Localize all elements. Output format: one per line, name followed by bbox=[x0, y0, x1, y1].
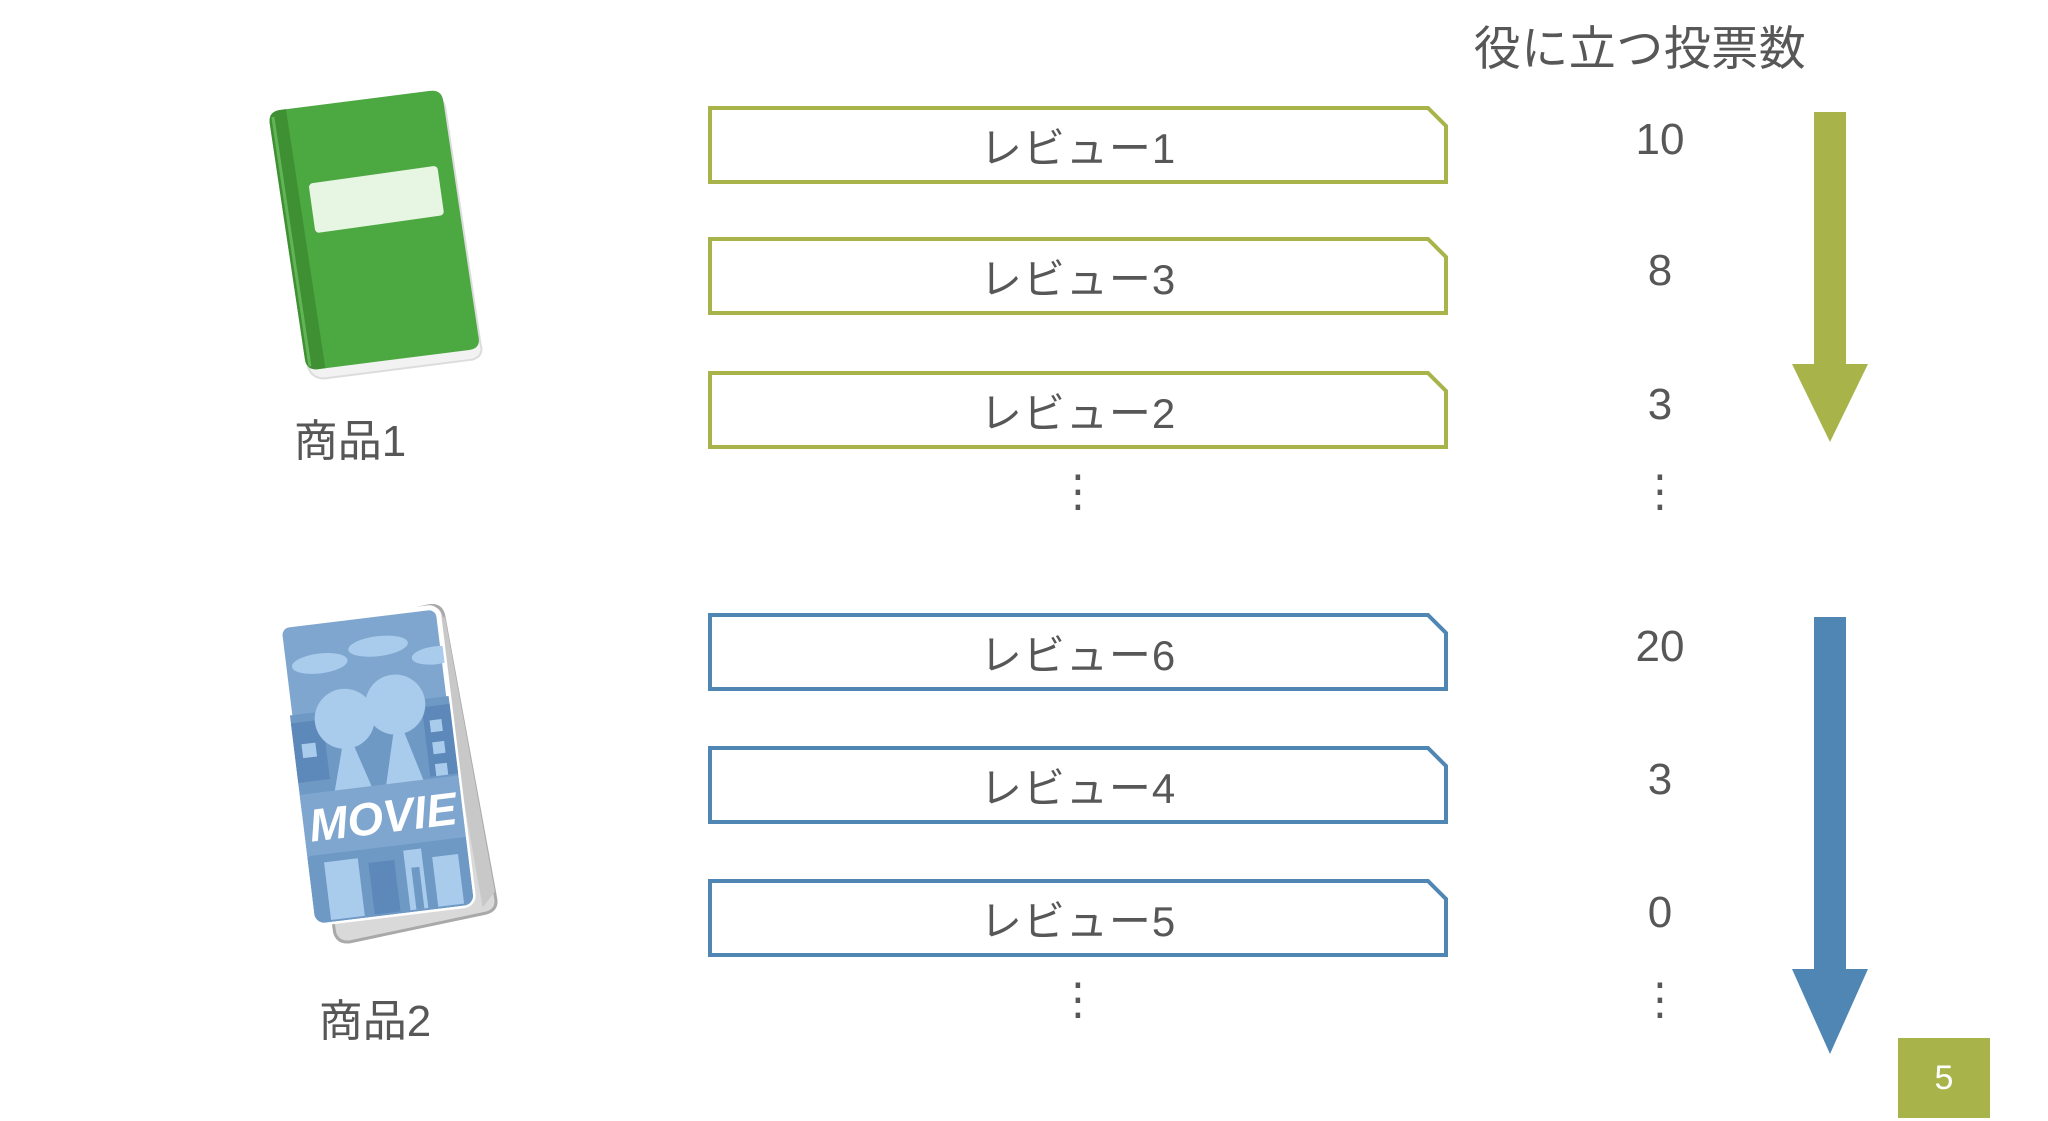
vote-list-more-indicator: ⋮ bbox=[1638, 467, 1682, 516]
vote-count: 3 bbox=[1647, 755, 1673, 804]
vote-count: 10 bbox=[1635, 115, 1685, 164]
review-box-label: レビュー6 bbox=[979, 631, 1177, 679]
review-box[interactable]: レビュー5 bbox=[708, 879, 1448, 957]
review-box[interactable]: レビュー2 bbox=[708, 371, 1448, 449]
votes-column-title: 役に立つ投票数 bbox=[1473, 22, 1807, 75]
vote-count: 3 bbox=[1647, 380, 1673, 429]
product-label-1: 商品1 bbox=[293, 417, 407, 466]
review-box[interactable]: レビュー4 bbox=[708, 746, 1448, 824]
vote-count: 8 bbox=[1647, 246, 1673, 295]
review-box[interactable]: レビュー3 bbox=[708, 237, 1448, 315]
review-box[interactable]: レビュー6 bbox=[708, 613, 1448, 691]
review-box-label: レビュー3 bbox=[979, 255, 1177, 303]
vote-count: 20 bbox=[1635, 622, 1685, 671]
review-box-label: レビュー4 bbox=[979, 764, 1177, 812]
page-number-badge: 5 bbox=[1898, 1038, 1990, 1118]
green-book-icon bbox=[269, 90, 483, 380]
review-box-label: レビュー5 bbox=[979, 897, 1177, 945]
page-number-text: 5 bbox=[1934, 1058, 1954, 1097]
review-box-label: レビュー1 bbox=[979, 124, 1177, 172]
movie-dvd-case-icon: MOVIE bbox=[277, 603, 498, 944]
review-list-more-indicator: ⋮ bbox=[1056, 467, 1100, 516]
review-box[interactable]: レビュー1 bbox=[708, 106, 1448, 184]
review-box-label: レビュー2 bbox=[979, 389, 1177, 437]
down-arrow-green bbox=[1792, 112, 1868, 442]
vote-list-more-indicator: ⋮ bbox=[1638, 975, 1682, 1024]
review-list-more-indicator: ⋮ bbox=[1056, 975, 1100, 1024]
down-arrow-blue bbox=[1792, 617, 1868, 1054]
product-label-2: 商品2 bbox=[318, 997, 432, 1046]
vote-count: 0 bbox=[1647, 888, 1673, 937]
